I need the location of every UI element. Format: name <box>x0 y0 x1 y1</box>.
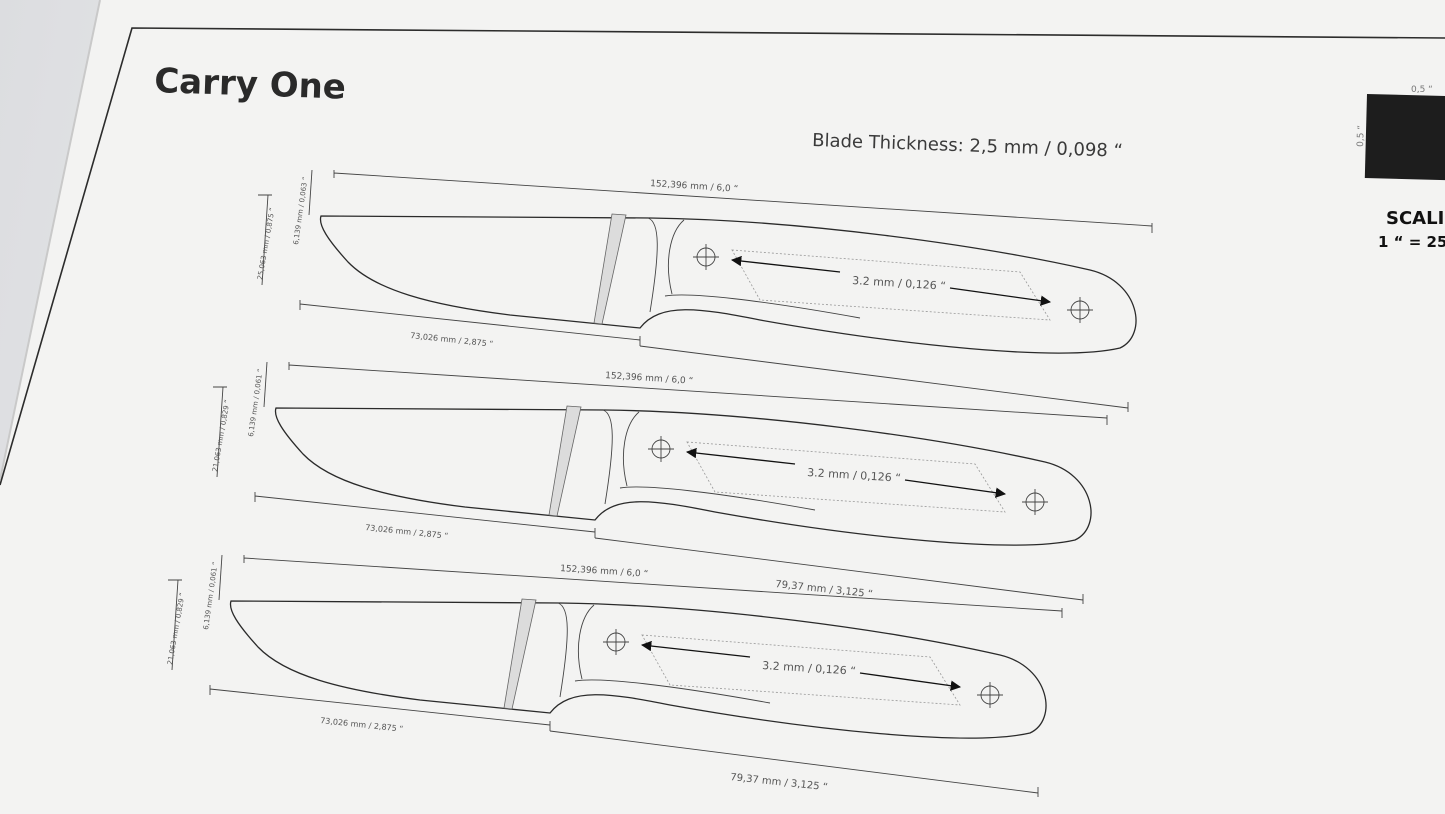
spine-drop-dimension-line <box>263 361 268 408</box>
blade-length-dimension-line <box>299 300 641 346</box>
scale-value: 1 “ = 25 <box>1378 233 1445 251</box>
pin-crosshair-2 <box>1022 489 1048 515</box>
pin-crosshair-1 <box>603 629 629 655</box>
hole-spacing-arrow-right <box>949 287 1052 306</box>
scale-label: SCALI <box>1386 208 1444 229</box>
handle-scale-edge <box>602 409 816 511</box>
handle-front-curve <box>622 411 640 487</box>
handle-front-curve <box>577 604 595 680</box>
scale-box-side-label: 0,5 “ <box>1356 125 1367 147</box>
print-frame <box>0 27 1445 486</box>
blade-height-dimension-line <box>168 579 182 671</box>
handle-scale-edge <box>647 217 861 319</box>
handle-length-dimension-line <box>594 537 1084 604</box>
pin-spacing-guide <box>686 441 1006 513</box>
blade-grind-line <box>548 405 582 517</box>
blade-grind-line <box>593 213 627 325</box>
pin-spacing-guide <box>641 634 961 706</box>
pin-crosshair-1 <box>693 244 719 270</box>
blade-length-dimension-line <box>209 685 551 731</box>
scale-square <box>1364 94 1445 181</box>
blade-height-dimension-line <box>258 194 272 286</box>
hole-spacing-arrow-left <box>685 447 796 465</box>
page-title: Carry One <box>154 61 347 108</box>
overall-length-dimension-line <box>243 555 1063 618</box>
hole-spacing-label: 3.2 mm / 0,126 “ <box>852 274 946 293</box>
pin-crosshair-2 <box>977 682 1003 708</box>
overall-length-dimension-line <box>288 362 1108 425</box>
hole-spacing-arrow-right <box>904 479 1007 498</box>
spine-drop-dimension-line <box>308 169 313 216</box>
spine-drop-dimension-line <box>218 554 223 601</box>
handle-length-dimension-line <box>549 730 1039 797</box>
pin-crosshair-2 <box>1067 297 1093 323</box>
blade-height-dimension-line <box>213 386 227 478</box>
handle-length-dimension-line <box>639 345 1129 412</box>
blade-grind-line <box>503 598 537 710</box>
knife-template-1: 152,396 mm / 6,0 “3.2 mm / 0,126 “73,026… <box>256 169 1153 412</box>
pin-spacing-guide <box>731 249 1051 321</box>
knife-outline <box>274 407 1092 546</box>
hole-spacing-arrow-left <box>730 255 841 273</box>
handle-front-curve <box>667 219 685 295</box>
scale-box-top-label: 0,5 “ <box>1411 85 1433 95</box>
hole-spacing-arrow-left <box>640 640 751 658</box>
hole-spacing-label: 3.2 mm / 0,126 “ <box>762 659 856 678</box>
blade-length-dimension-line <box>254 492 596 538</box>
overall-length-dimension-line <box>333 170 1153 233</box>
knife-outline <box>229 600 1047 739</box>
hole-spacing-label: 3.2 mm / 0,126 “ <box>807 466 901 485</box>
knife-outline <box>319 215 1137 354</box>
hole-spacing-arrow-right <box>859 672 962 691</box>
handle-scale-edge <box>557 602 771 704</box>
scale-reference: 0,5 “ 0,5 “ SCALI 1 “ = 25 <box>1356 85 1445 251</box>
paper-shadow-edge <box>0 0 101 481</box>
pin-crosshair-1 <box>648 436 674 462</box>
